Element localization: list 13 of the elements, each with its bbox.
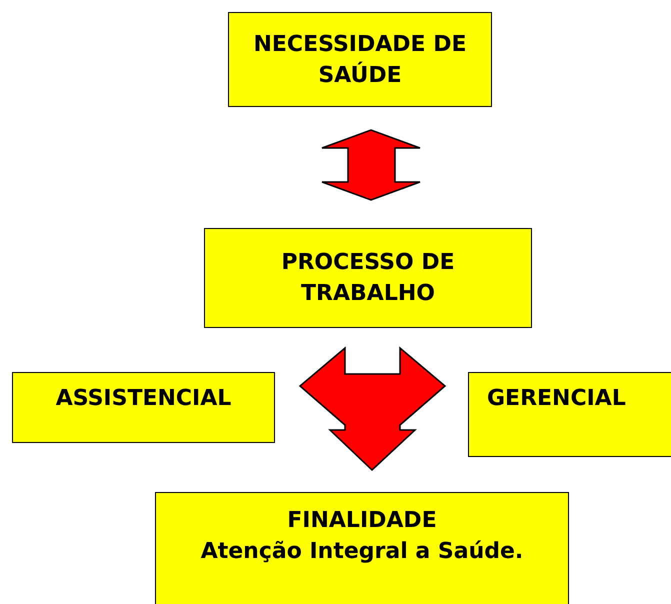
process-box xyxy=(468,372,671,457)
double-arrow xyxy=(321,129,421,201)
box-title: NECESSIDADE DE SAÚDE xyxy=(252,30,468,90)
process-box xyxy=(228,12,492,107)
process-box xyxy=(155,492,569,604)
box-title: ASSISTENCIAL xyxy=(56,385,232,413)
process-box xyxy=(12,372,275,443)
box-title: GERENCIAL xyxy=(487,385,626,413)
box-text: Atenção Integral a Saúde. xyxy=(200,538,524,566)
branching-arrow xyxy=(298,346,446,472)
box-title: PROCESSO DE TRABALHO xyxy=(280,249,456,308)
process-box xyxy=(204,228,532,328)
box-title: FINALIDADE xyxy=(287,507,437,535)
